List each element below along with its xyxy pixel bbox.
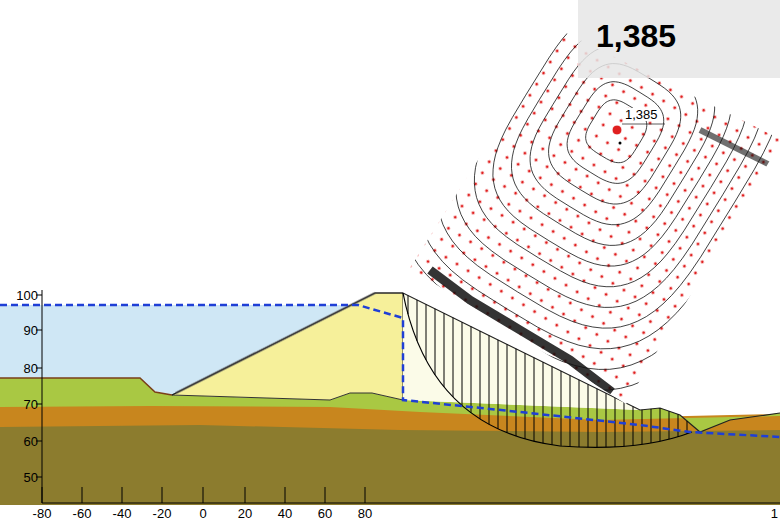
slice-line (597, 389, 598, 448)
slice-line (426, 304, 427, 360)
slice-line (462, 322, 463, 405)
slice-line (606, 393, 607, 447)
critical-centre (612, 125, 622, 135)
slice-line (552, 367, 553, 445)
axis-value: 1 (771, 507, 778, 520)
axis-value: 50 (24, 471, 38, 484)
axis-value: -40 (113, 507, 132, 520)
axis-value: 60 (24, 435, 38, 448)
axis-value: 80 (358, 507, 372, 520)
slice-line (588, 384, 589, 447)
axis-value: 70 (24, 398, 38, 411)
slice-line (579, 380, 580, 447)
slice-line (525, 353, 526, 439)
axis-value: -20 (153, 507, 172, 520)
axis-value: 80 (24, 362, 38, 375)
factor-of-safety: 1,385 (596, 20, 676, 52)
slice-line (453, 318, 454, 397)
contour-line (400, 0, 780, 369)
slice-line (570, 375, 571, 446)
slice-line (561, 371, 562, 446)
axis-value: 0 (199, 507, 206, 520)
slice-line (480, 331, 481, 419)
factor-of-safety: 1,385 (624, 108, 659, 121)
foundation-layer (0, 423, 780, 505)
slice-line (669, 411, 670, 439)
slice-line (543, 362, 544, 443)
contour-line (549, 64, 681, 204)
axis-value: -60 (73, 507, 92, 520)
contour-line (326, 0, 780, 452)
slice-line (633, 407, 634, 446)
slice-line (444, 313, 445, 387)
contour-line (307, 0, 780, 473)
slice-line (651, 409, 652, 443)
slice-line (435, 309, 436, 375)
axis-value: 100 (16, 289, 38, 302)
slice-line (498, 340, 499, 429)
contour-line (382, 0, 780, 390)
axis-value: 90 (24, 324, 38, 337)
slice-line (678, 414, 679, 436)
slice-line (516, 349, 517, 436)
contour-line (437, 0, 780, 328)
slice-line (489, 335, 490, 424)
axes (36, 290, 780, 503)
contour-line (567, 82, 664, 184)
slice-line (507, 344, 508, 432)
slice-line (417, 300, 418, 341)
contour-line (363, 0, 780, 411)
axis-value: 60 (318, 507, 332, 520)
slice-line (534, 358, 535, 442)
contour-line (419, 0, 780, 349)
axis-value: 20 (238, 507, 252, 520)
centre-grid (307, 0, 780, 473)
slice-line (471, 327, 472, 413)
slice-line (660, 408, 661, 441)
contour-line (345, 0, 780, 432)
slice-line (642, 410, 643, 445)
axis-value: -80 (33, 507, 52, 520)
axis-value: 40 (278, 507, 292, 520)
